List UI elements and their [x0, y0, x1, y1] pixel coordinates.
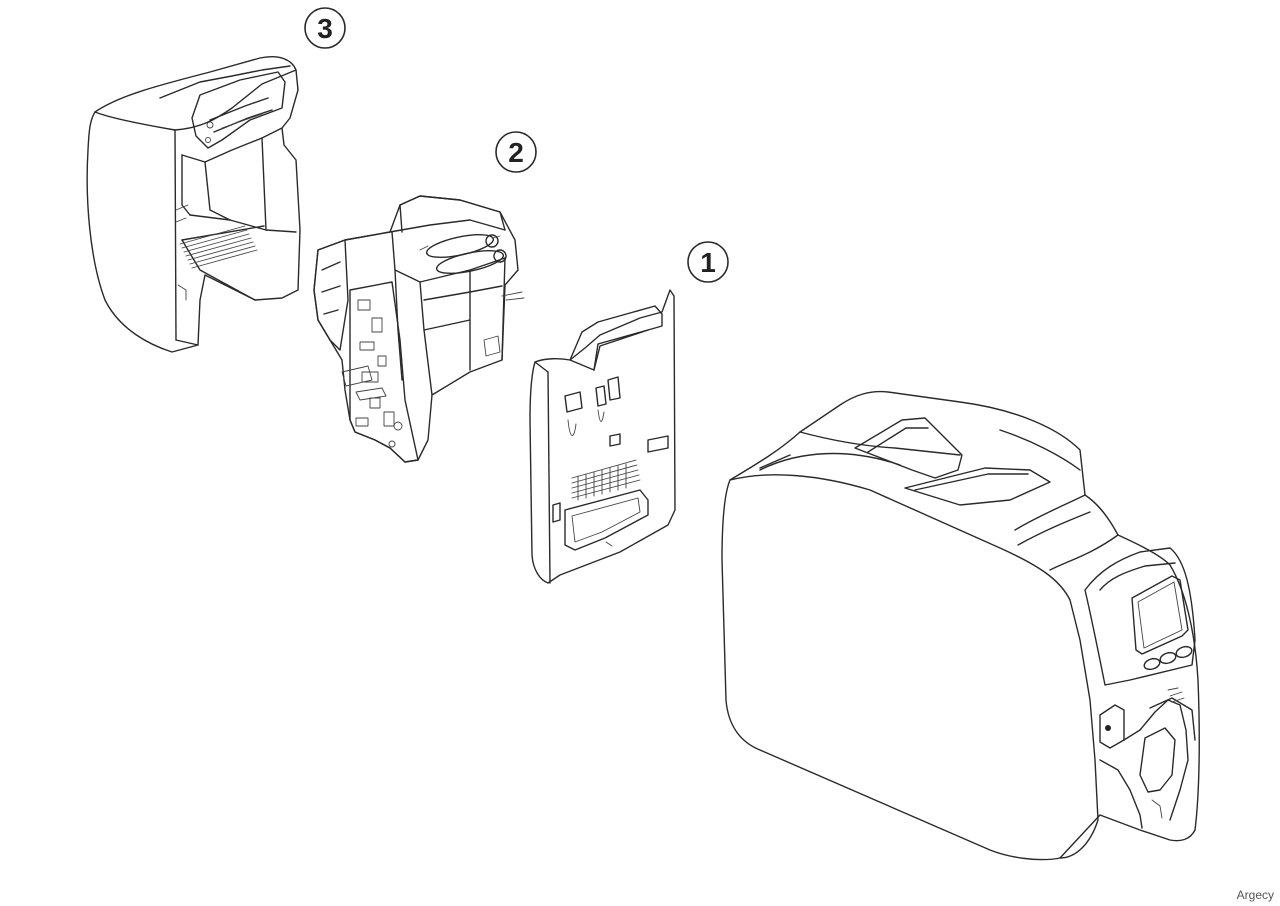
- callout-2: 2: [495, 131, 537, 173]
- rear-cover-part: [86, 56, 301, 353]
- callout-1-label: 1: [700, 247, 716, 278]
- side-cover-part: [529, 289, 676, 584]
- assembled-printer: [721, 390, 1200, 861]
- callout-1: 1: [687, 241, 729, 283]
- print-mechanism-part: [313, 195, 525, 463]
- watermark-text: Argecy: [1236, 888, 1274, 902]
- callout-3-label: 3: [317, 13, 333, 44]
- callout-2-label: 2: [508, 137, 524, 168]
- callout-3: 3: [304, 7, 346, 49]
